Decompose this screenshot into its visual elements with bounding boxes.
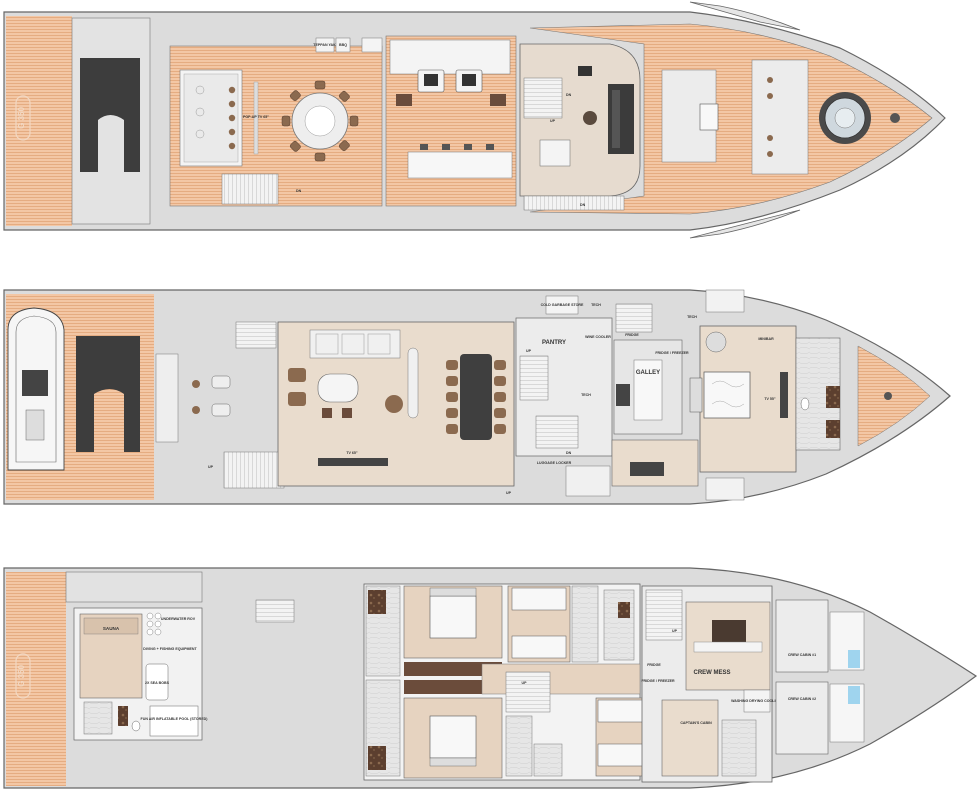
main-deck-up-aft: UP (208, 465, 214, 469)
bbq-label: BBQ (339, 43, 347, 47)
upper-deck: G 350 POP-UP TV 65" (3, 1, 946, 239)
tech-fwd-label: TECH (687, 315, 697, 319)
double-bed-icon (429, 587, 477, 639)
lower-fridge-freezer-label: FRIDGE / FREEZER (641, 679, 675, 683)
lower-fridge-label: FRIDGE (647, 663, 661, 667)
sauna-label: SAUNA (103, 626, 120, 631)
twin-bed-icon (511, 587, 567, 659)
crew-mess-label: CREW MESS (693, 670, 730, 676)
luggage-locker-label: LUGGAGE LOCKER (537, 461, 572, 465)
owner-tv-label: TV 55" (764, 397, 776, 401)
captains-cabin-label: CAPTAIN'S CABIN (680, 721, 712, 725)
helm-console-icon (578, 66, 634, 154)
pantry-label: PANTRY (542, 340, 566, 346)
lower-deck-up-crew: UP (672, 629, 678, 633)
popup-tv-label: POP-UP TV 65" (243, 115, 269, 119)
salon-tv-label: TV 65" (346, 451, 358, 455)
crew-cabin-2 (775, 681, 829, 755)
lower-deck-corridor (481, 663, 641, 695)
sofa-icon (315, 333, 391, 355)
teppan-yaki-label: TEPPAN YAKI (313, 43, 337, 47)
fridge-freezer-label: FRIDGE / FREEZER (655, 351, 689, 355)
upper-deck-sunpad (80, 58, 140, 172)
upper-deck-dn-aft: DN (296, 189, 302, 193)
lower-deck-aft-teak (6, 572, 66, 786)
tech-top-label: TECH (591, 303, 601, 307)
galley-label: GALLEY (636, 370, 660, 376)
upper-deck-bow-tip (689, 1, 801, 239)
upper-deck-foredeck-teak (529, 23, 933, 215)
crew-cabin-2-label: CREW CABIN #2 (788, 697, 816, 701)
fridge-top-label: FRIDGE (625, 333, 639, 337)
crew-cabin-1 (775, 599, 829, 673)
wine-cooler-label: WINE COOLER (585, 335, 611, 339)
dining-table-icon (446, 354, 506, 440)
cold-garbage-label: COLD GARBAGE STORE (541, 303, 584, 307)
main-deck-up-pantry: UP (526, 349, 532, 353)
upper-deck-stair-aft (221, 173, 279, 205)
upper-deck-dn-wheelhouse: DN (566, 93, 572, 97)
jacuzzi-icon (819, 92, 871, 144)
lower-deck-logo: G 350 (17, 665, 26, 687)
tech-mid-label: TECH (581, 393, 591, 397)
upper-deck-aft-teak (6, 16, 72, 226)
twin-bed-icon (597, 699, 655, 767)
captains-cabin (661, 699, 719, 777)
upper-deck-dn-side: DN (580, 203, 586, 207)
main-deck-up-side: UP (506, 491, 512, 495)
double-bed-icon (689, 371, 751, 419)
main-deck-sunpad (76, 336, 140, 452)
main-deck-foredeck-teak (857, 345, 931, 447)
sea-bobs-label: 2X SEA BOBS (145, 681, 170, 685)
upper-deck-up-wheelhouse: UP (550, 119, 556, 123)
bathroom-icon (795, 337, 841, 451)
bathroom-icon (365, 585, 401, 777)
minibar-label: MINIBAR (758, 337, 774, 341)
diving-fishing-label: DIVING + FISHING EQUIPMENT (143, 647, 197, 651)
fun-air-pool-label: FUN AIR INFLATABLE POOL (STORED) (141, 717, 209, 721)
sunbed-icon (767, 77, 773, 157)
upper-deck-logo: G 350 (17, 107, 26, 129)
crew-cabin-1-label: CREW CABIN #1 (788, 653, 816, 657)
upper-deck-logo-badge (15, 95, 31, 141)
dining-table-icon (281, 80, 359, 162)
sunbed-icon (195, 85, 205, 139)
washing-drying-label: WASHING DRYING COOLING (731, 699, 781, 703)
main-deck-dn-mid: DN (566, 451, 572, 455)
lower-deck: G 350 SAUNA UNDERWATER ROV DIVING + FISH… (3, 567, 978, 789)
underwater-rov-label: UNDERWATER ROV (161, 617, 196, 621)
double-bed-icon (429, 715, 477, 767)
lower-deck-up-guest: UP (522, 681, 528, 685)
main-deck: UP TV 65" UP PANTRY TECH DN COLD GARB (3, 289, 951, 505)
tender-icon (7, 307, 65, 471)
